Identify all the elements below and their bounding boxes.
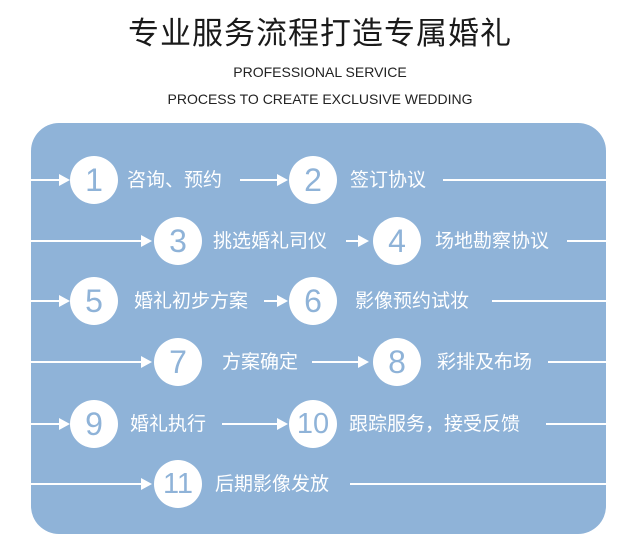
step-1-number: 1 xyxy=(70,156,118,204)
connector-line xyxy=(350,483,606,485)
step-4-number: 4 xyxy=(373,217,421,265)
connector-line xyxy=(264,300,278,302)
connector-line xyxy=(240,179,278,181)
step-11-label: 后期影像发放 xyxy=(215,473,330,495)
step-9-label: 婚礼执行 xyxy=(130,413,207,435)
step-3-label: 挑选婚礼司仪 xyxy=(213,230,328,252)
step-4-label: 场地勘察协议 xyxy=(435,230,550,252)
connector-line xyxy=(567,240,606,242)
connector-line xyxy=(443,179,606,181)
step-10-number: 10 xyxy=(289,400,337,448)
arrow-head xyxy=(277,418,288,430)
step-9-number: 9 xyxy=(70,400,118,448)
step-8-label: 彩排及布场 xyxy=(437,351,533,373)
connector-line xyxy=(222,423,278,425)
step-3-number: 3 xyxy=(154,217,202,265)
arrow-head xyxy=(59,295,70,307)
connector-line xyxy=(31,240,143,242)
subtitle-line-1: PROFESSIONAL SERVICE xyxy=(233,64,407,80)
connector-line xyxy=(31,423,61,425)
step-8-number: 8 xyxy=(373,338,421,386)
step-1-label: 咨询、预约 xyxy=(127,169,223,191)
connector-line xyxy=(31,483,143,485)
step-10-label: 跟踪服务，接受反馈 xyxy=(349,413,521,435)
arrow-head xyxy=(59,174,70,186)
step-6-label: 影像预约试妆 xyxy=(355,290,470,312)
arrow-head xyxy=(141,356,152,368)
connector-line xyxy=(31,300,61,302)
arrow-head xyxy=(59,418,70,430)
connector-line xyxy=(31,179,61,181)
arrow-head xyxy=(358,356,369,368)
step-7-number: 7 xyxy=(154,338,202,386)
page-title: 专业服务流程打造专属婚礼 xyxy=(128,16,512,52)
connector-line xyxy=(546,423,606,425)
subtitle-line-2: PROCESS TO CREATE EXCLUSIVE WEDDING xyxy=(167,91,473,107)
step-11-number: 11 xyxy=(154,460,202,508)
arrow-head xyxy=(277,174,288,186)
arrow-head xyxy=(141,478,152,490)
connector-line xyxy=(312,361,360,363)
arrow-head xyxy=(141,235,152,247)
step-2-label: 签订协议 xyxy=(350,169,427,191)
arrow-head xyxy=(277,295,288,307)
connector-line xyxy=(548,361,606,363)
connector-line xyxy=(31,361,143,363)
step-5-label: 婚礼初步方案 xyxy=(134,290,249,312)
step-7-label: 方案确定 xyxy=(222,351,299,373)
connector-line xyxy=(346,240,359,242)
step-2-number: 2 xyxy=(289,156,337,204)
connector-line xyxy=(492,300,606,302)
step-5-number: 5 xyxy=(70,277,118,325)
step-6-number: 6 xyxy=(289,277,337,325)
arrow-head xyxy=(358,235,369,247)
